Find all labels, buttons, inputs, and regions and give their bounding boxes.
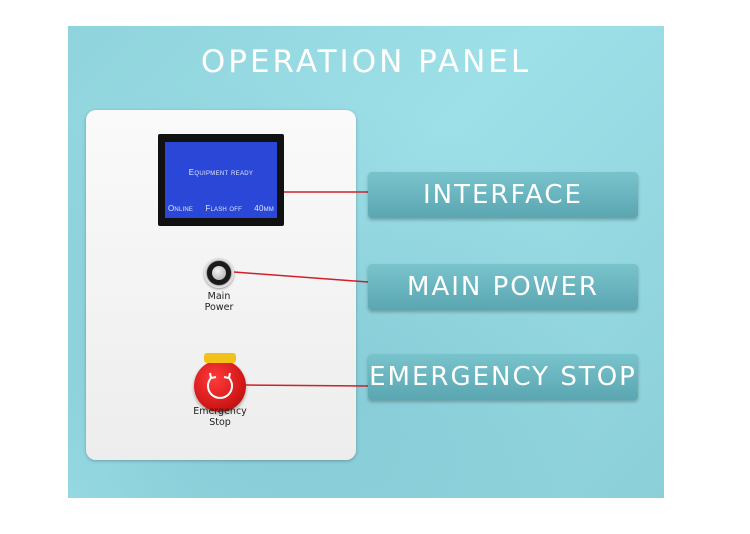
lcd-screen: Equipment ready Online Flash off 40mm <box>165 142 277 218</box>
screen-status-text: Equipment ready <box>188 168 254 177</box>
emergency-stop-button[interactable] <box>194 353 246 412</box>
display-bezel: Equipment ready Online Flash off 40mm <box>158 134 284 226</box>
rotate-release-icon <box>207 372 233 399</box>
emergency-stop-caption: Emergency Stop <box>184 406 256 428</box>
main-power-caption-line2: Power <box>204 302 234 313</box>
page-title: OPERATION PANEL <box>200 44 532 80</box>
emergency-caption-line2: Stop <box>209 417 231 428</box>
operation-panel-graphic: OPERATION PANEL Equipment ready Online F… <box>68 26 664 498</box>
screen-online-text: Online <box>168 204 194 213</box>
emergency-caption-line1: Emergency <box>193 406 247 417</box>
main-power-caption: Main Power <box>189 291 249 313</box>
screen-status-bar: Online Flash off 40mm <box>168 204 274 213</box>
callout-emergency-stop: EMERGENCY STOP <box>368 354 638 400</box>
screen-flash-text: Flash off <box>205 204 242 213</box>
screen-distance-text: 40mm <box>254 204 274 213</box>
callout-interface: INTERFACE <box>368 172 638 218</box>
callout-main-power: MAIN POWER <box>368 264 638 310</box>
main-power-button[interactable] <box>204 258 234 288</box>
emergency-stop-collar <box>204 353 236 363</box>
main-power-caption-line1: Main <box>207 291 231 302</box>
power-button-cap <box>212 266 226 280</box>
control-panel: Equipment ready Online Flash off 40mm Ma… <box>86 110 356 460</box>
